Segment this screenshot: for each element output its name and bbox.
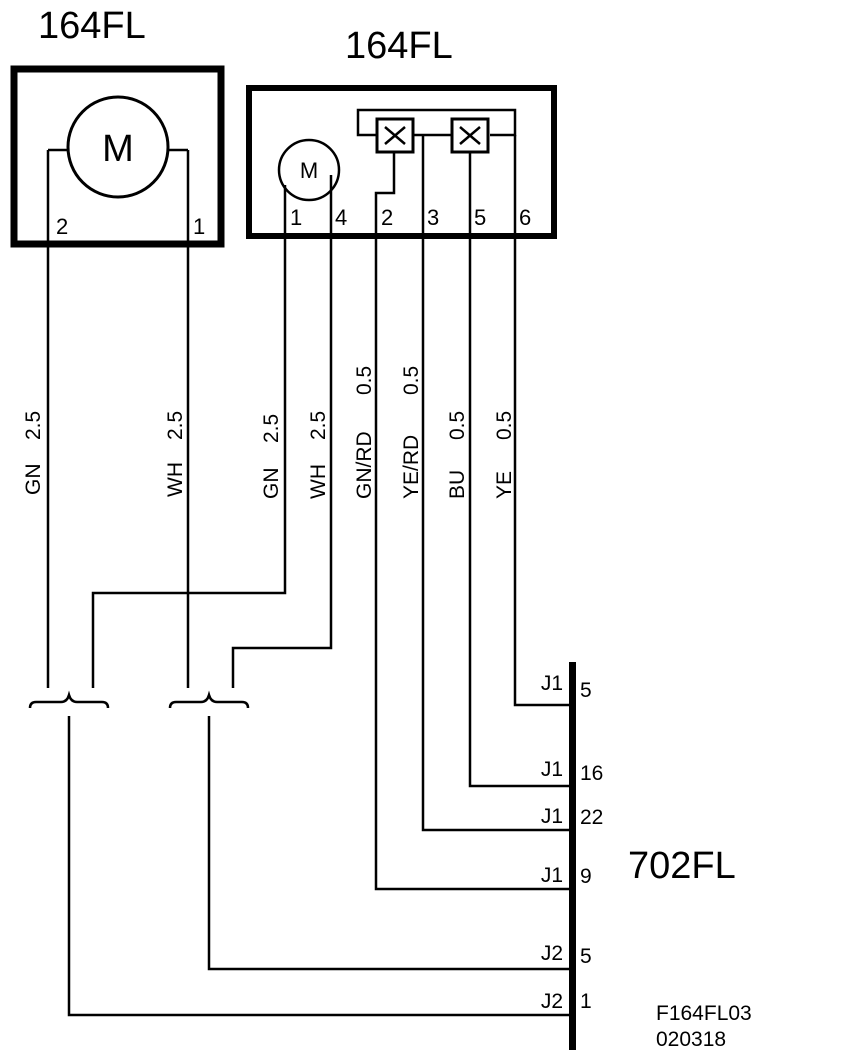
svg-text:0.5: 0.5 <box>353 366 376 395</box>
svg-text:0.5: 0.5 <box>493 411 516 440</box>
right-pin-2: 2 <box>381 205 393 230</box>
wire-label-3: GN 2.5 <box>260 414 283 499</box>
splice-left <box>28 690 110 709</box>
svg-text:0.5: 0.5 <box>400 366 423 395</box>
svg-text:BU: BU <box>446 470 469 499</box>
svg-text:5: 5 <box>580 945 592 968</box>
connector-pin-j2-1: J2 1 <box>541 990 592 1013</box>
right-pin-1: 1 <box>290 205 302 230</box>
right-pin-6: 6 <box>519 205 531 230</box>
svg-text:GN: GN <box>260 468 283 500</box>
left-motor-symbol <box>66 95 170 199</box>
connector-pin-j1-5: J1 5 <box>541 672 592 702</box>
wire-label-5: GN/RD 0.5 <box>353 366 376 499</box>
left-motor-housing <box>10 65 225 248</box>
right-motor-symbol <box>277 138 341 202</box>
connector-pin-j1-9: J1 9 <box>541 864 592 888</box>
svg-text:YE/RD: YE/RD <box>400 435 423 499</box>
wire-label-7: BU 0.5 <box>446 411 469 499</box>
svg-text:9: 9 <box>580 865 592 888</box>
left-component-ref: 164FL <box>38 5 146 47</box>
wire-label-8: YE 0.5 <box>493 411 516 499</box>
svg-text:WH: WH <box>307 464 330 499</box>
wire-label-6: YE/RD 0.5 <box>400 366 423 499</box>
connector-ref: 702FL <box>628 845 736 887</box>
wire-label-1: GN 2.5 <box>22 411 45 495</box>
svg-text:J2: J2 <box>541 990 563 1013</box>
svg-text:J1: J1 <box>541 864 563 887</box>
connector-pin-j2-5: J2 5 <box>541 942 592 968</box>
svg-text:GN: GN <box>22 464 45 496</box>
svg-text:2.5: 2.5 <box>164 411 187 440</box>
right-unit-housing <box>246 85 557 239</box>
connector-bar-702fl <box>569 662 576 1050</box>
svg-text:5: 5 <box>580 679 592 702</box>
svg-text:22: 22 <box>580 806 603 829</box>
connector-pin-j1-16: J1 16 <box>541 758 604 785</box>
svg-text:YE: YE <box>493 471 516 499</box>
svg-text:WH: WH <box>164 462 187 497</box>
right-pin-5: 5 <box>474 205 486 230</box>
wire-label-4: WH 2.5 <box>307 411 330 499</box>
connector-pin-j1-22: J1 22 <box>541 805 604 829</box>
svg-text:GN/RD: GN/RD <box>353 431 376 499</box>
figure-code: F164FL03 <box>656 1002 752 1025</box>
svg-text:J1: J1 <box>541 672 563 695</box>
svg-text:2.5: 2.5 <box>22 411 45 440</box>
svg-text:J1: J1 <box>541 805 563 828</box>
svg-text:1: 1 <box>580 990 592 1013</box>
svg-text:2.5: 2.5 <box>307 411 330 440</box>
left-motor-label: M <box>102 128 134 170</box>
svg-text:J1: J1 <box>541 758 563 781</box>
splice-right <box>168 690 250 709</box>
right-motor-label: M <box>300 158 318 183</box>
svg-text:2.5: 2.5 <box>260 414 283 443</box>
figure-date: 020318 <box>656 1028 726 1051</box>
right-pin-4: 4 <box>335 205 347 230</box>
right-pin-3: 3 <box>427 205 439 230</box>
right-component-ref: 164FL <box>345 25 453 67</box>
left-pin-2: 2 <box>56 214 68 239</box>
wire-label-2: WH 2.5 <box>164 411 187 497</box>
left-pin-1: 1 <box>193 214 205 239</box>
svg-text:0.5: 0.5 <box>446 411 469 440</box>
svg-text:J2: J2 <box>541 942 563 965</box>
svg-text:16: 16 <box>580 762 603 785</box>
